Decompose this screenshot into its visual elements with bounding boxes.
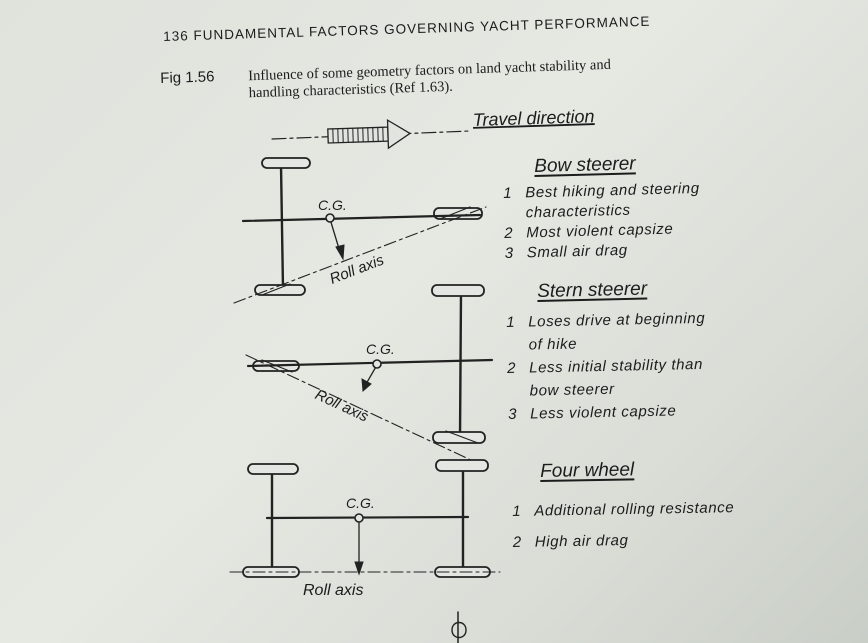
page-mark <box>451 611 467 643</box>
cg-label-stern: C.G. <box>366 341 395 357</box>
list-item-continuation: bow steerer <box>529 380 615 400</box>
four-wheel-diagram <box>229 459 501 578</box>
wheel <box>435 459 489 472</box>
bow-steerer-heading: Bow steerer <box>534 153 636 177</box>
cg-point <box>354 513 364 523</box>
list-item-number: 2 <box>512 533 522 551</box>
list-item: Best hiking and steering <box>525 179 700 202</box>
list-item-number: 2 <box>504 224 514 242</box>
travel-direction-arrow <box>327 118 412 150</box>
cg-point <box>325 213 335 223</box>
travel-direction-label: Travel direction <box>472 106 594 130</box>
cg-label-four: C.G. <box>346 495 375 511</box>
roll-axis-line <box>233 206 487 304</box>
list-item: Less violent capsize <box>529 402 677 423</box>
wheel <box>247 463 299 475</box>
list-item-number: 2 <box>507 359 517 377</box>
wheel <box>431 284 485 297</box>
roll-axis-label-four: Roll axis <box>303 582 363 599</box>
roll-axis-label-stern: Roll axis <box>312 386 371 426</box>
cg-label-bow: C.G. <box>318 197 347 213</box>
four-wheel-list: 1 Additional rolling resistance 2 High air… <box>512 492 735 558</box>
cg-point <box>372 359 382 369</box>
list-item-number: 1 <box>503 184 513 202</box>
wheel <box>254 284 306 296</box>
list-item: Small air drag <box>526 241 628 262</box>
list-item-number: 3 <box>504 244 514 262</box>
list-item-number: 1 <box>512 502 522 520</box>
wheel <box>261 157 311 169</box>
list-item-number: 1 <box>506 313 516 331</box>
list-item-number: 3 <box>507 405 518 423</box>
bow-steerer-diagram <box>233 157 487 304</box>
list-item: Loses drive at beginning <box>528 309 706 331</box>
four-wheel-heading: Four wheel <box>540 459 635 482</box>
stern-steerer-diagram <box>245 284 494 469</box>
list-item: Additional rolling resistance <box>534 499 735 520</box>
wheel <box>432 431 486 444</box>
roll-axis-line <box>245 354 489 469</box>
stern-steerer-heading: Stern steerer <box>537 278 648 302</box>
list-item: High air drag <box>534 531 629 551</box>
roll-axis-label-bow: Roll axis <box>327 251 386 287</box>
travel-direction-line <box>271 130 471 140</box>
list-item: Most violent capsize <box>526 220 674 242</box>
list-item-continuation: of hike <box>528 335 578 354</box>
list-item: Less initial stability than <box>529 355 704 377</box>
